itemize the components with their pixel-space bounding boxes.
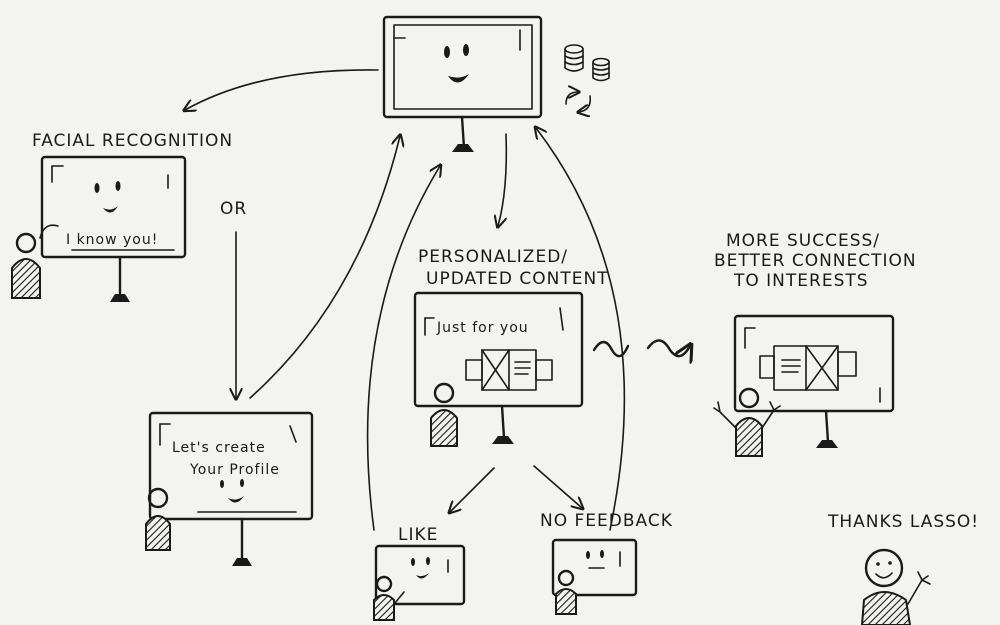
arrow-to-facial-recognition	[185, 69, 379, 110]
facial-recognition-screen: I know you!	[39, 155, 187, 302]
database-icon	[564, 44, 610, 82]
facial-recognition-label: FACIAL RECOGNITION	[32, 131, 233, 151]
eye-right-icon	[463, 44, 469, 56]
just-for-you-text: Just for you	[436, 320, 529, 336]
tilde-arrow	[646, 339, 690, 356]
person-icon	[11, 232, 41, 299]
like-screen	[374, 544, 466, 606]
arrow-to-no-feedback	[533, 465, 582, 508]
no-feedback-screen	[551, 538, 638, 597]
lets-create-line2: Your Profile	[189, 462, 280, 478]
no-feedback-label: NO FEEDBACK	[540, 511, 673, 531]
arrow-profile-to-main	[249, 136, 400, 399]
product-box-icon	[759, 345, 857, 391]
smile-icon	[448, 74, 469, 83]
arrow-to-like	[450, 467, 495, 512]
lets-create-line1: Let's create	[172, 440, 266, 456]
cheering-person-icon	[713, 387, 781, 457]
sync-icon	[565, 92, 592, 112]
arrow-main-to-personalized	[498, 133, 508, 226]
personalized-label-line2: UPDATED CONTENT	[426, 269, 609, 289]
eye-left-icon	[444, 46, 450, 58]
arrow-like-to-main	[366, 166, 440, 531]
success-screen	[733, 314, 895, 448]
arrow-nofeedback-to-main	[536, 128, 626, 531]
personalized-label-line1: PERSONALIZED/	[418, 247, 568, 267]
person-icon	[555, 569, 577, 615]
person-icon	[145, 487, 171, 551]
personalized-screen: Just for you	[413, 291, 584, 444]
more-success-line1: MORE SUCCESS/	[726, 231, 880, 251]
main-screen	[382, 15, 610, 152]
create-profile-screen: Let's create Your Profile	[148, 411, 314, 566]
more-success-line2: BETTER CONNECTION	[714, 251, 917, 271]
person-icon	[373, 575, 405, 621]
waving-person-icon	[860, 548, 931, 625]
thanks-label: THANKS LASSO!	[827, 512, 979, 532]
product-box-icon	[465, 349, 553, 391]
like-label: LIKE	[398, 525, 438, 545]
or-label: OR	[220, 199, 247, 219]
more-success-line3: TO INTERESTS	[733, 271, 869, 291]
i-know-you-text: I know you!	[66, 232, 158, 248]
person-icon	[430, 382, 458, 447]
tilde-connector	[592, 340, 630, 358]
